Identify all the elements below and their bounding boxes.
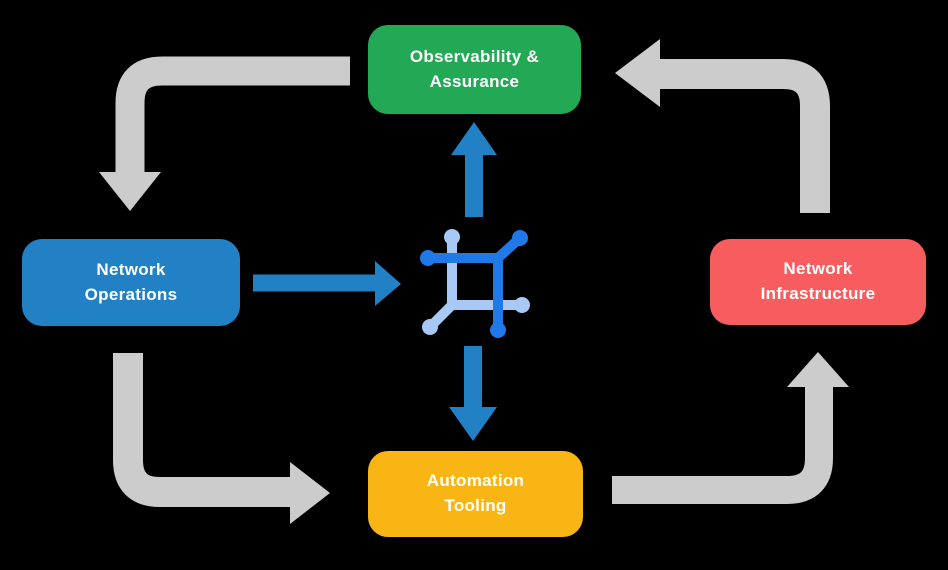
node-label-line: Observability & <box>409 46 540 66</box>
node-network-infrastructure: Network Infrastructure <box>710 239 926 325</box>
node-label-line: Automation <box>426 471 525 491</box>
node-label-line: Tooling <box>444 496 507 515</box>
arrow-observability-to-operations <box>99 56 350 211</box>
arrow-operations-to-platform <box>253 261 401 306</box>
arrow-infrastructure-to-observability <box>615 39 830 213</box>
node-automation-tooling: Automation Tooling <box>368 451 583 537</box>
icon-node-top <box>444 229 460 245</box>
node-label-line: Operations <box>84 284 178 304</box>
node-network-operations: Network Operations <box>22 239 240 326</box>
icon-node-bottom <box>490 322 506 338</box>
node-label-line: Assurance <box>429 71 520 91</box>
arrow-platform-to-observability <box>451 122 497 217</box>
icon-node-bottom-left <box>422 319 438 335</box>
icon-node-top-right <box>512 230 528 246</box>
arrow-platform-to-automation <box>449 346 497 441</box>
node-label-line: Infrastructure <box>760 284 876 303</box>
network-platform-icon <box>420 229 530 338</box>
arrow-operations-to-automation <box>113 353 330 524</box>
node-observability-assurance: Observability & Assurance <box>368 25 581 114</box>
node-label-line: Network <box>783 259 853 279</box>
icon-node-left <box>420 250 436 266</box>
icon-node-right <box>514 297 530 313</box>
node-label-line: Network <box>96 259 166 279</box>
arrow-automation-to-infrastructure <box>612 352 849 504</box>
